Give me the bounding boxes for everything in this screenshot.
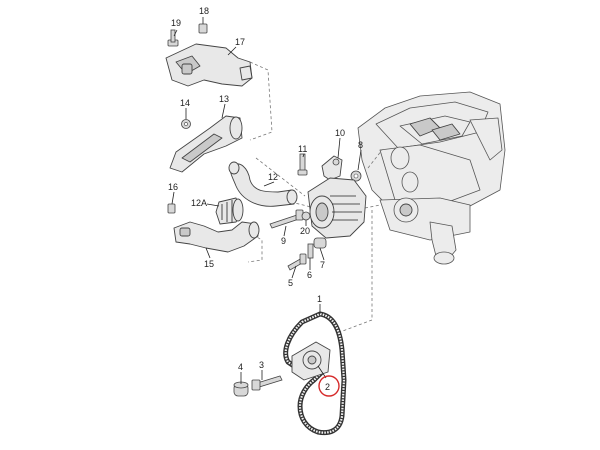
part-14-nut [181,119,191,129]
label-11: 11 [298,144,307,154]
label-5: 5 [288,278,293,288]
label-2: 2 [325,382,330,392]
part-13-air-duct [169,115,243,173]
part-15-hose [173,221,260,253]
part-12a-sleeve [215,197,244,225]
label-6: 6 [307,270,312,280]
label-12: 12 [268,172,278,182]
part-4-spacer [233,381,249,397]
label-10: 10 [335,128,345,138]
part-9-bolt [269,209,304,229]
label-9: 9 [281,236,286,246]
part-5-bolt [287,253,307,271]
label-12a: 12A [191,198,207,208]
label-20: 20 [300,226,310,236]
label-18: 18 [199,6,209,16]
label-15: 15 [204,259,214,269]
part-20-washer [301,211,311,221]
part-18-clip [198,23,208,34]
part-3-bolt [251,375,283,391]
label-14: 14 [180,98,190,108]
part-16-bolt [167,203,176,214]
label-4: 4 [238,362,243,372]
label-16: 16 [168,182,178,192]
label-7: 7 [320,260,325,270]
part-11-bolt [297,153,308,176]
part-19-bolt [167,29,179,47]
part-17-intake-housing [165,43,253,87]
highlight-circle [318,375,340,397]
engine-block [357,91,506,265]
part-12-hose [228,161,298,207]
label-8: 8 [358,140,363,150]
label-19: 19 [171,18,181,28]
part-7-spacer [313,237,327,249]
part-1-ribbed-belt [283,311,347,436]
part-number-labels: 19 18 17 14 13 12 16 12A 15 11 10 8 9 20… [168,6,363,397]
leader-lines [171,17,362,384]
part-8-nut [350,170,362,182]
label-3: 3 [259,360,264,370]
label-17: 17 [235,37,245,47]
label-13: 13 [219,94,229,104]
label-1: 1 [317,294,322,304]
part-2-tensioner-pulley [291,341,331,381]
part-6-bolt [307,243,314,259]
alternator [307,177,367,239]
part-10-tensioner-arm [321,155,343,181]
